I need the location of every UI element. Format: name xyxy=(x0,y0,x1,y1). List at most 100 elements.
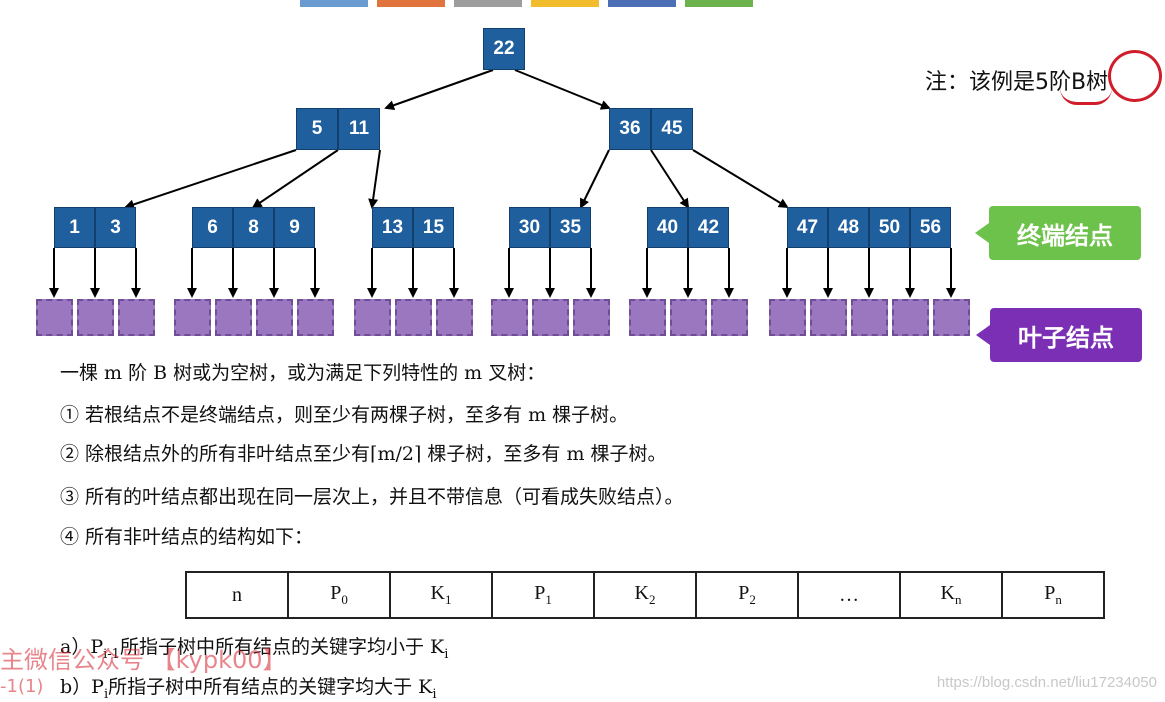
structure-cell-main: n xyxy=(232,583,242,606)
structure-cell-main: K xyxy=(634,582,649,604)
note-b-prefix: b）P xyxy=(60,676,104,698)
color-tab[interactable] xyxy=(377,0,445,7)
property-3: ③ 所有的叶结点都出现在同一层次上，并且不带信息（可看成失败结点）。 xyxy=(60,486,684,508)
key-cell: 13 xyxy=(372,207,413,248)
key-cell: 42 xyxy=(688,207,729,248)
structure-cell-sub: 0 xyxy=(341,592,348,607)
leaf-node xyxy=(297,299,334,336)
key-cell: 22 xyxy=(483,28,525,70)
annotation-underline xyxy=(1060,88,1112,105)
leaf-node xyxy=(769,299,806,336)
structure-cell-main: P xyxy=(738,582,750,604)
structure-cell: Kn xyxy=(899,571,1003,619)
definition-intro: 一棵 m 阶 B 树或为空树，或为满足下列特性的 m 叉树： xyxy=(60,362,546,384)
structure-cell-sub: 1 xyxy=(444,592,452,607)
structure-cell: n xyxy=(185,571,289,619)
source-url: https://blog.csdn.net/liu17234050 xyxy=(936,674,1157,691)
tree-edge xyxy=(251,149,339,209)
structure-cell-sub: 2 xyxy=(648,592,656,607)
structure-cell-sub: 2 xyxy=(749,592,756,607)
structure-cell-main: K xyxy=(430,582,445,604)
key-cell: 1 xyxy=(54,207,95,248)
leaf-node xyxy=(810,299,847,336)
key-cell: 48 xyxy=(828,207,869,248)
structure-cell: K1 xyxy=(389,571,493,619)
key-cell: 8 xyxy=(233,207,274,248)
key-cell: 6 xyxy=(192,207,233,248)
leaf-node xyxy=(532,299,569,336)
key-cell: 36 xyxy=(609,108,651,150)
watermark-line2: -1(1) xyxy=(0,676,44,697)
color-tab[interactable] xyxy=(300,0,368,7)
structure-cell: P1 xyxy=(491,571,595,619)
leaf-node xyxy=(491,299,528,336)
tree-edge xyxy=(368,149,381,209)
leaf-node xyxy=(629,299,666,336)
property-1: ① 若根结点不是终端结点，则至少有两棵子树，至多有 m 棵子树。 xyxy=(60,404,629,426)
leaf-node xyxy=(118,299,155,336)
leaf-node xyxy=(933,299,970,336)
color-tab[interactable] xyxy=(608,0,676,7)
tree-edge xyxy=(692,149,789,209)
key-cell: 35 xyxy=(550,207,591,248)
key-cell: 5 xyxy=(296,108,338,150)
leaf-node xyxy=(711,299,748,336)
key-cell: 3 xyxy=(95,207,136,248)
note-a-text: 所指子树中所有结点的关键字均小于 K xyxy=(119,636,445,658)
leaf-node xyxy=(670,299,707,336)
note-a-sub1: i-1 xyxy=(103,646,120,662)
structure-cell-main: P xyxy=(330,582,342,604)
leaf-node xyxy=(851,299,888,336)
leaf-node xyxy=(215,299,252,336)
tree-edge xyxy=(650,149,690,209)
key-cell: 47 xyxy=(787,207,828,248)
structure-cell-sub: 1 xyxy=(545,592,552,607)
terminal-node-tag-label: 终端结点 xyxy=(1017,221,1113,250)
note-a: a）Pi-1所指子树中所有结点的关键字均小于 Ki xyxy=(60,632,448,662)
structure-cell: K2 xyxy=(593,571,697,619)
key-cell: 50 xyxy=(869,207,910,248)
structure-cell-sub: n xyxy=(954,592,962,607)
structure-cell-main: P xyxy=(534,582,546,604)
leaf-node xyxy=(436,299,473,336)
property-2: ② 除根结点外的所有非叶结点至少有⌈m/2⌉ 棵子树，至多有 m 棵子树。 xyxy=(60,443,667,465)
tree-edge xyxy=(384,69,494,111)
key-cell: 9 xyxy=(274,207,315,248)
watermark-line1: 主微信公众号 【kypk00】 xyxy=(0,646,287,674)
structure-cell-main: … xyxy=(839,583,859,606)
tree-edge xyxy=(580,149,610,209)
structure-cell-sub: n xyxy=(1055,592,1062,607)
note-a-sub2: i xyxy=(444,646,449,662)
key-cell: 15 xyxy=(413,207,454,248)
key-cell: 40 xyxy=(647,207,688,248)
note-b: b）Pi所指子树中所有结点的关键字均大于 Ki xyxy=(60,672,437,702)
key-cell: 30 xyxy=(509,207,550,248)
leaf-node xyxy=(36,299,73,336)
key-cell: 56 xyxy=(910,207,951,248)
color-tab[interactable] xyxy=(531,0,599,7)
leaf-node xyxy=(174,299,211,336)
leaf-node xyxy=(395,299,432,336)
terminal-node-tag: 终端结点 xyxy=(975,206,1141,260)
leaf-node-tag-label: 叶子结点 xyxy=(1018,323,1114,352)
tree-edge xyxy=(514,69,611,110)
note-b-text: 所指子树中所有结点的关键字均大于 K xyxy=(108,676,433,698)
key-cell: 45 xyxy=(651,108,693,150)
key-cell: 11 xyxy=(338,108,380,150)
note-b-sub2: i xyxy=(432,686,437,702)
color-tab[interactable] xyxy=(685,0,753,7)
structure-cell: … xyxy=(797,571,901,619)
color-tab[interactable] xyxy=(454,0,522,7)
structure-cell-main: K xyxy=(940,582,955,604)
tree-edge xyxy=(124,149,297,210)
structure-cell: P0 xyxy=(287,571,391,619)
note-a-prefix: a）P xyxy=(60,636,104,658)
leaf-node xyxy=(256,299,293,336)
leaf-node xyxy=(77,299,114,336)
note-b-sub1: i xyxy=(103,686,109,702)
property-4: ④ 所有非叶结点的结构如下： xyxy=(60,526,314,548)
leaf-node-tag: 叶子结点 xyxy=(976,308,1142,362)
